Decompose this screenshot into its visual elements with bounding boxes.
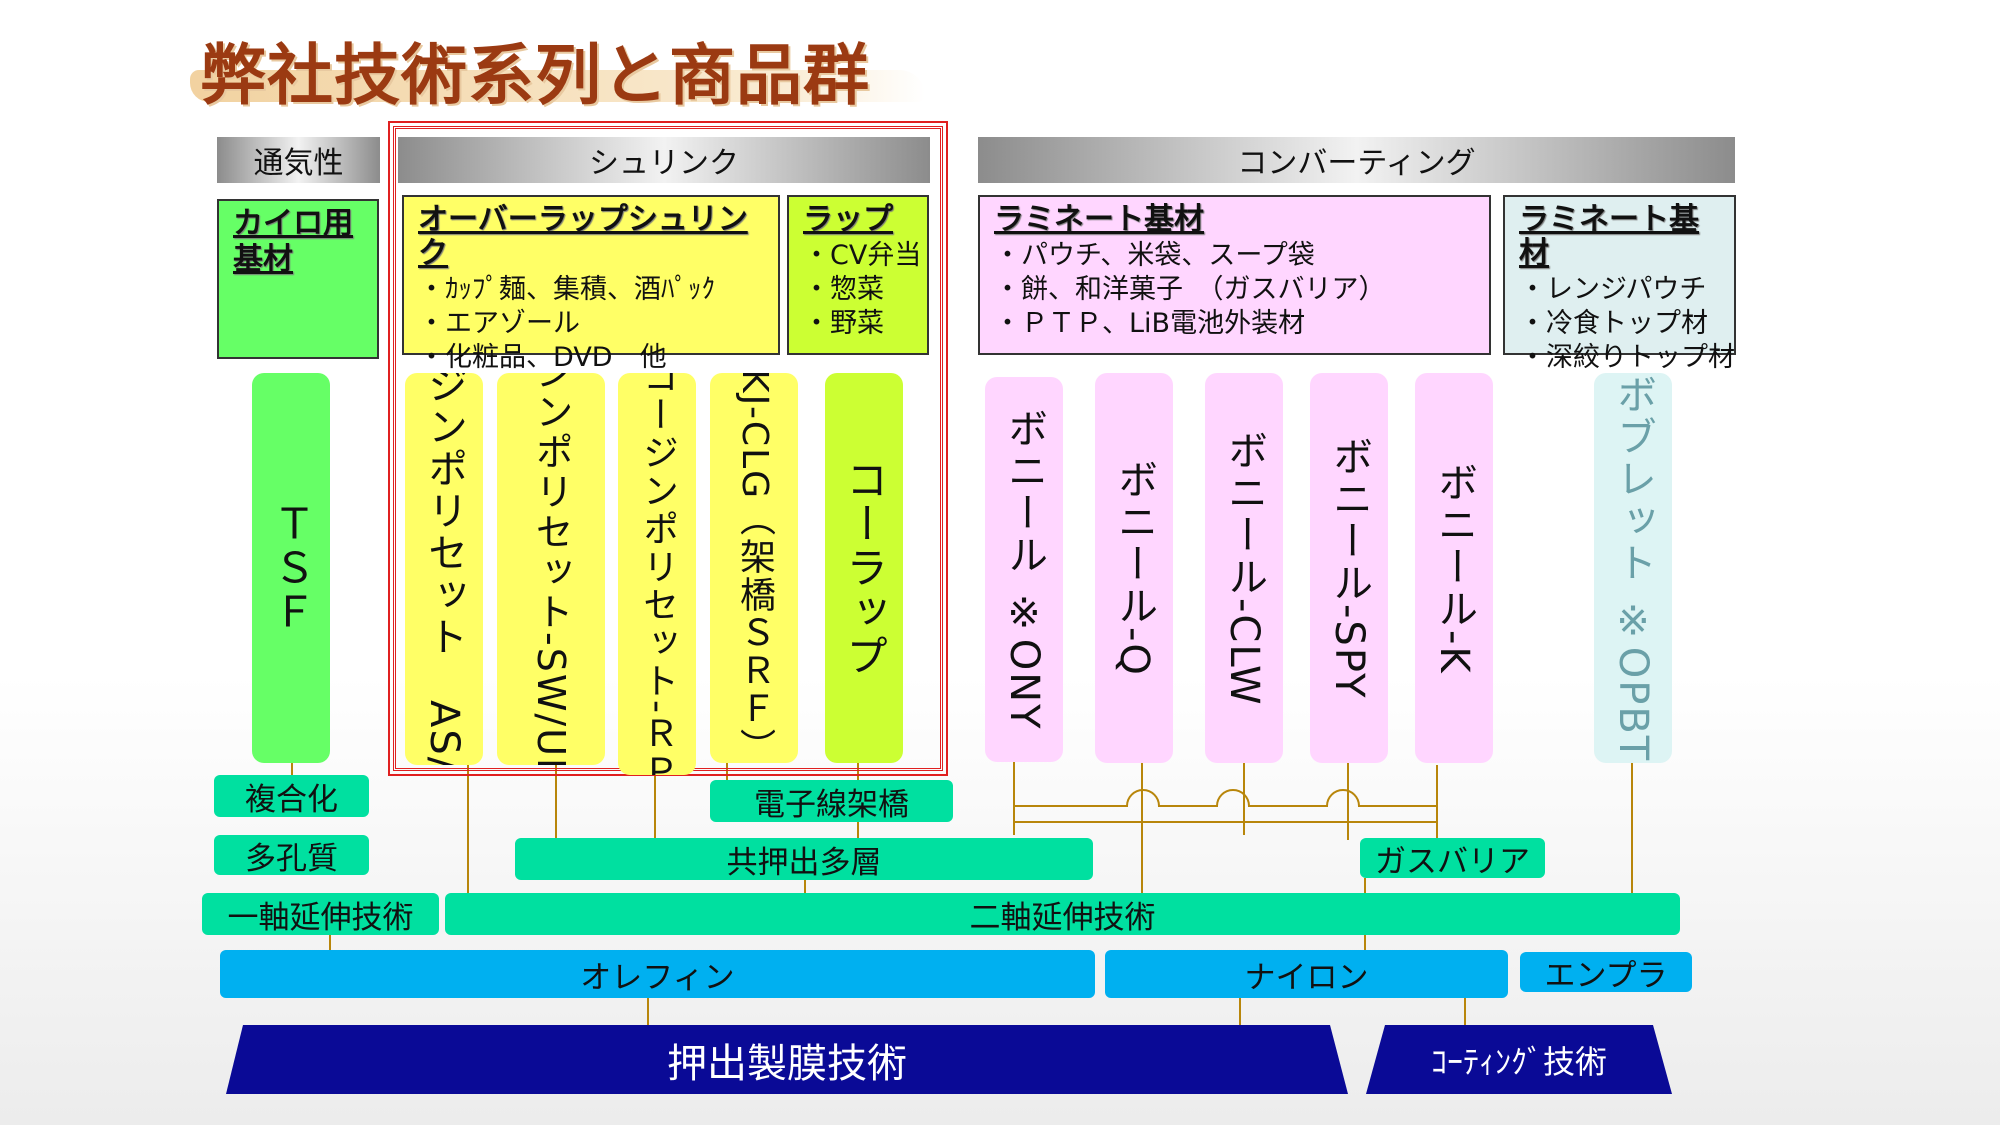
category-kairo-title-line2: 基材 xyxy=(233,242,293,277)
product-bonyl-q-label: ボニール-Q xyxy=(1111,459,1157,677)
tech-ebeam-crosslink: 電子線架橋 xyxy=(710,780,953,823)
product-bonyl-ony-label: ボニール ※ONY xyxy=(1001,408,1047,731)
resin-engineering-plastic: エンプラ xyxy=(1520,952,1692,994)
tech-coextrusion: 共押出多層 xyxy=(515,838,1093,881)
category-laminate-1: ラミネート基材 ・パウチ、米袋、スープ袋 ・餅、和洋菓子 （ガスバリア） ・ＰＴ… xyxy=(978,195,1491,355)
category-laminate-1-item: ・餅、和洋菓子 （ガスバリア） xyxy=(994,274,1386,305)
title-underline-brush xyxy=(190,70,925,102)
category-kairo: カイロ用 基材 xyxy=(217,199,379,359)
category-laminate-2-item: ・レンジパウチ xyxy=(1519,274,1707,305)
product-kohjin-polyset-rp: コージンポリセット-ＲＰ xyxy=(618,373,696,775)
resin-olefin: オレフィン xyxy=(220,950,1095,998)
product-bonyl-spy: ボニール-SPY xyxy=(1310,373,1388,763)
category-laminate-2-item: ・冷食トップ材 xyxy=(1519,308,1708,339)
tech-uniaxial-stretch: 一軸延伸技術 xyxy=(202,893,439,936)
category-laminate-1-title: ラミネート基材 xyxy=(994,202,1204,237)
category-overwrap-item: ・エアゾール xyxy=(418,308,580,339)
base-coating-technology: ｺｰﾃｨﾝｸﾞ技術 xyxy=(1430,1042,1607,1081)
category-wrap-item: ・惣菜 xyxy=(803,274,884,305)
category-wrap-item: ・野菜 xyxy=(803,308,884,339)
base-extrusion-film-technology: 押出製膜技術 xyxy=(667,1040,907,1087)
product-kohjin-polyset-sw-um-gk-label: コージンポリセット-SW/UM/GK xyxy=(529,373,573,765)
category-laminate-2-item: ・深絞りトップ材 xyxy=(1519,342,1735,373)
product-bonyl-spy-label: ボニール-SPY xyxy=(1326,436,1372,700)
product-bonyl-q: ボニール-Q xyxy=(1095,373,1173,763)
category-wrap-item: ・CV弁当 xyxy=(803,240,922,271)
category-overwrap: オーバーラップシュリンク ・ｶｯﾌﾟ麺、集積、酒ﾊﾟｯｸ ・エアゾール ・化粧品… xyxy=(402,195,780,373)
category-wrap: ラップ ・CV弁当 ・惣菜 ・野菜 xyxy=(787,195,929,355)
product-bonyl-clw-label: ボニール-CLW xyxy=(1221,429,1267,707)
tech-composite: 複合化 xyxy=(214,775,369,818)
base-extrusion-shape xyxy=(226,1025,1348,1094)
category-laminate-2-title: ラミネート基材 xyxy=(1519,202,1699,271)
product-boblet-opbt: ボブレット ※OPBT xyxy=(1594,373,1672,763)
product-kohjin-polyset-as-fda: コージンポリセット AS/FDA xyxy=(405,373,483,765)
product-tsf: ＴＳＦ xyxy=(252,373,330,763)
header-converting: コンバーティング xyxy=(978,137,1735,183)
category-laminate-1-item: ・パウチ、米袋、スープ袋 xyxy=(994,240,1315,271)
product-bonyl-k-label: ボニール-K xyxy=(1431,461,1477,675)
product-bonyl-ony: ボニール ※ONY xyxy=(985,377,1063,762)
product-kj-clg: KJ-CLG（架橋ＳＲＦ） xyxy=(710,373,798,763)
product-kohjin-polyset-as-fda-label: コージンポリセット AS/FDA xyxy=(421,373,467,765)
base-coating-shape xyxy=(1366,1025,1672,1094)
product-kohjin-polyset-rp-label: コージンポリセット-ＲＰ xyxy=(637,373,678,775)
category-kairo-title-line1: カイロ用 xyxy=(233,206,353,241)
product-kj-clg-label: KJ-CLG（架橋ＳＲＦ） xyxy=(734,373,775,763)
header-shrink: シュリンク xyxy=(398,137,930,183)
category-overwrap-item: ・ｶｯﾌﾟ麺、集積、酒ﾊﾟｯｸ xyxy=(418,274,715,305)
category-laminate-1-item: ・ＰＴＰ、LiB電池外装材 xyxy=(994,308,1306,339)
tech-biaxial-stretch: 二軸延伸技術 xyxy=(445,893,1680,936)
product-corap-label: コーラップ xyxy=(840,458,889,678)
category-overwrap-item: ・化粧品、DVD 他 xyxy=(418,342,667,373)
category-overwrap-title: オーバーラップシュリンク xyxy=(418,202,748,271)
product-tsf-label: ＴＳＦ xyxy=(267,502,316,634)
product-boblet-opbt-label: ボブレット ※OPBT xyxy=(1610,373,1656,763)
product-corap: コーラップ xyxy=(825,373,903,763)
product-bonyl-k: ボニール-K xyxy=(1415,373,1493,763)
category-wrap-title: ラップ xyxy=(803,202,893,237)
category-laminate-2: ラミネート基材 ・レンジパウチ ・冷食トップ材 ・深絞りトップ材 xyxy=(1503,195,1736,373)
tech-porous: 多孔質 xyxy=(214,835,369,877)
product-bonyl-clw: ボニール-CLW xyxy=(1205,373,1283,763)
resin-nylon: ナイロン xyxy=(1105,950,1508,998)
tech-gas-barrier: ガスバリア xyxy=(1360,838,1545,880)
page-title: 弊社技術系列と商品群 xyxy=(200,37,870,114)
header-breathability: 通気性 xyxy=(217,137,380,183)
product-kohjin-polyset-sw-um-gk: コージンポリセット-SW/UM/GK xyxy=(497,373,605,765)
